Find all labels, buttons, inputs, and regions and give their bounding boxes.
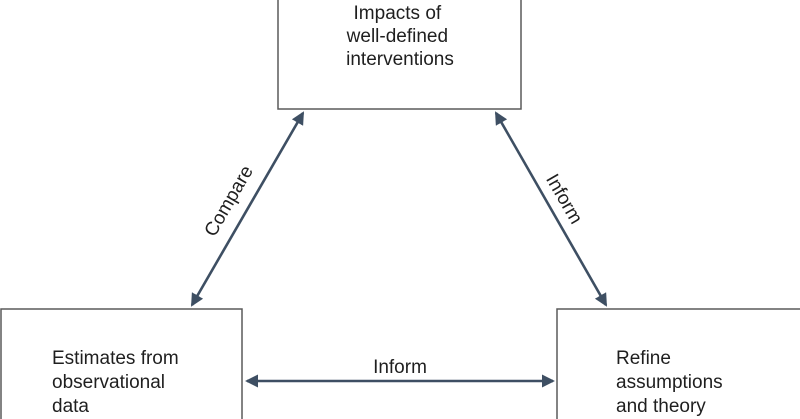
node-box-left — [0, 308, 243, 419]
node-label-left: Estimates from observational data — [52, 348, 184, 417]
node-label-right: Refine assumptions and theory — [616, 348, 728, 417]
edge-label-compare: Compare — [201, 162, 258, 240]
node-box-top — [277, 0, 522, 110]
node-top-line-2: well-defined — [346, 26, 448, 47]
edge-inform-top-right: Inform — [494, 111, 608, 307]
node-left-line-1: Estimates from — [52, 348, 179, 369]
edge-arrow-top-right — [494, 111, 608, 307]
node-left-line-3: data — [52, 396, 89, 417]
node-box-right — [556, 308, 800, 419]
node-left-line-2: observational — [52, 372, 165, 393]
node-right-line-3: and theory — [616, 396, 706, 417]
node-top-line-1: Impacts of — [354, 3, 442, 24]
edge-label-inform-diagonal: Inform — [541, 171, 586, 228]
node-impacts-of-interventions: Impacts of well-defined interventions — [277, 0, 522, 110]
node-estimates-from-observational-data: Estimates from observational data — [0, 308, 243, 419]
edge-label-inform-horizontal: Inform — [373, 357, 427, 378]
node-right-line-1: Refine — [616, 348, 671, 369]
edge-arrow-left-top — [190, 111, 305, 307]
node-label-top: Impacts of well-defined interventions — [346, 3, 454, 70]
node-refine-assumptions-and-theory: Refine assumptions and theory — [556, 308, 800, 419]
node-right-line-2: assumptions — [616, 372, 723, 393]
edge-compare: Compare — [190, 111, 305, 307]
edge-inform-left-right: Inform — [245, 357, 555, 388]
node-top-line-3: interventions — [346, 49, 454, 70]
